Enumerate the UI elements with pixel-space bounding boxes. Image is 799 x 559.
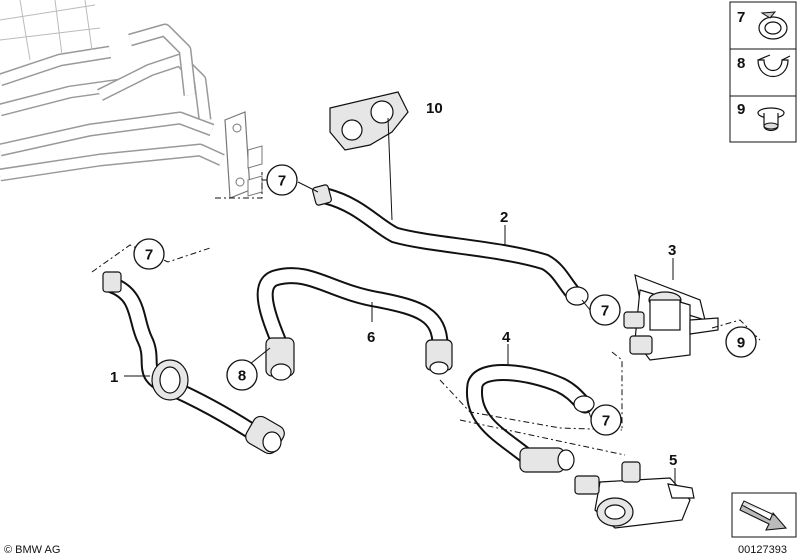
legend-item-clip-8[interactable]: 8 [737,54,791,77]
svg-text:7: 7 [602,413,610,430]
legend-item-clamp-7[interactable]: 7 [737,9,788,40]
circled-callout-7-right-lower[interactable]: 7 [590,404,622,436]
svg-text:7: 7 [145,247,153,264]
orientation-arrow-box [731,492,797,538]
svg-text:7: 7 [278,173,286,190]
direction-arrow-icon [739,500,788,531]
callout-4: 4 [502,329,511,346]
callout-3: 3 [668,242,676,259]
hose-4[interactable] [465,363,595,473]
circled-callout-8[interactable]: 8 [226,359,258,391]
bracket-10[interactable] [329,91,409,151]
spring-clip-icon [757,54,791,77]
callout-10: 10 [426,100,443,117]
svg-text:9: 9 [737,335,745,352]
svg-text:7: 7 [601,303,609,320]
leader-lines [124,117,676,485]
svg-text:8: 8 [238,368,246,385]
callout-1: 1 [110,369,118,386]
circled-callout-9[interactable]: 9 [725,326,757,358]
heater-core-background [0,0,263,199]
callout-6: 6 [367,329,375,346]
leader-8 [249,347,271,365]
svg-text:8: 8 [737,55,745,72]
circled-callout-7-left[interactable]: 7 [133,238,165,270]
svg-text:7: 7 [737,9,745,26]
hose-2[interactable] [312,184,589,306]
diagram-id: 00127393 [738,544,787,556]
callout-5: 5 [669,452,677,469]
hose-1[interactable] [102,271,287,456]
leader-10 [387,117,393,221]
leader-7b [581,299,591,311]
svg-text:9: 9 [737,101,745,118]
leader-7a [297,181,319,193]
legend-item-grommet-9[interactable]: 9 [737,101,785,132]
callout-2: 2 [500,209,508,226]
valve-3[interactable] [623,274,719,361]
hose-clamp-icon [758,11,788,40]
circled-callout-7-right-upper[interactable]: 7 [589,294,621,326]
grommet-icon [757,107,785,132]
circled-callout-7-top[interactable]: 7 [266,164,298,196]
pump-5[interactable] [574,461,695,529]
hose-6[interactable] [256,267,453,381]
legend-box: 7 8 9 [729,1,797,143]
copyright-text: © BMW AG [4,544,60,556]
